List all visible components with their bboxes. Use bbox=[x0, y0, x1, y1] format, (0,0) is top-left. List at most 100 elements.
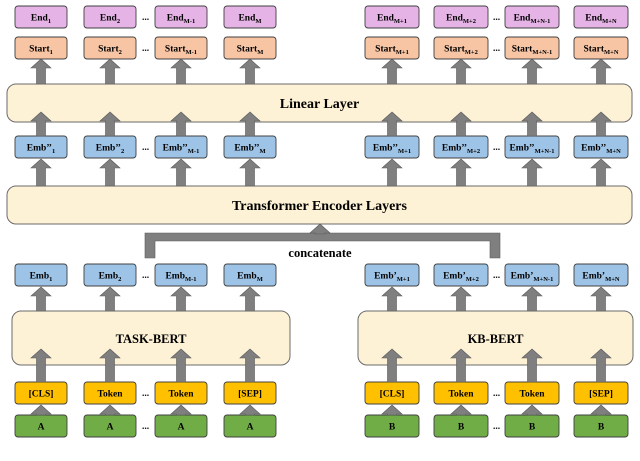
left-inputs-box-3-label: A bbox=[178, 422, 185, 432]
left-arrow-encoder-to-emb-3 bbox=[170, 286, 192, 312]
left-start-ellipsis: ... bbox=[142, 44, 149, 54]
left-inputs-box-2: A bbox=[83, 414, 137, 438]
left-emb2-ellipsis: ... bbox=[142, 143, 149, 153]
right-inputs-box-3: B bbox=[504, 414, 560, 438]
right-start-box-3: StartM+N-1 bbox=[504, 36, 560, 60]
left-arrow-transformer-to-emb2-4 bbox=[239, 158, 261, 187]
left-inputs-box-1: A bbox=[14, 414, 68, 438]
kb-bert-encoder-label: KB-BERT bbox=[468, 332, 524, 346]
right-start-ellipsis: ... bbox=[493, 44, 500, 54]
right-tokens-box-3: Token bbox=[504, 381, 560, 405]
right-arrow-linear-to-start-2 bbox=[450, 58, 472, 85]
left-inputs-box-2-label: A bbox=[107, 422, 114, 432]
left-start-box-1-label: Start1 bbox=[29, 44, 53, 56]
right-inputs-box-4: B bbox=[573, 414, 629, 438]
left-emb2-box-1: Emb’’1 bbox=[14, 135, 68, 159]
left-arrow-input-to-token-1 bbox=[30, 404, 52, 416]
right-emb2-box-2-label: Emb’’M+2 bbox=[442, 143, 480, 155]
right-inputs-box-4-label: B bbox=[598, 422, 605, 432]
left-arrow-token-to-encoder-4 bbox=[239, 348, 261, 383]
right-start-box-3-label: StartM+N-1 bbox=[512, 44, 553, 56]
left-emb2-box-3-label: Emb’’M-1 bbox=[163, 143, 200, 155]
right-inputs-box-3-label: B bbox=[529, 422, 536, 432]
left-arrow-encoder-to-emb-4 bbox=[239, 286, 261, 312]
left-end-box-3-label: EndM-1 bbox=[167, 13, 195, 25]
left-end-box-4-shape bbox=[223, 5, 277, 29]
left-inputs-box-4: A bbox=[223, 414, 277, 438]
linear-layer-label: Linear Layer bbox=[280, 97, 359, 112]
right-emb2-box-1-label: Emb’’M+1 bbox=[373, 143, 411, 155]
left-arrow-input-to-token-4 bbox=[239, 404, 261, 416]
right-arrow-encoder-to-emb-2 bbox=[450, 286, 472, 312]
right-arrow-input-to-token-1 bbox=[381, 404, 403, 416]
left-arrow-transformer-to-emb2-3 bbox=[170, 158, 192, 187]
kb-bert-encoder-shape bbox=[357, 310, 634, 366]
left-tokens-box-2-label: Token bbox=[98, 389, 124, 399]
task-bert-encoder-shape bbox=[11, 310, 291, 366]
left-arrow-emb2-to-linear-1 bbox=[30, 111, 52, 137]
left-start-box-3: StartM-1 bbox=[154, 36, 208, 60]
left-end-box-2-shape bbox=[83, 5, 137, 29]
left-emb-box-1: Emb1 bbox=[14, 263, 68, 287]
task-bert-encoder-label: TASK-BERT bbox=[116, 332, 188, 346]
left-arrow-encoder-to-emb-1 bbox=[30, 286, 52, 312]
right-emb-box-4-shape bbox=[573, 263, 629, 287]
right-end-box-4: EndM+N bbox=[573, 5, 629, 29]
left-emb-box-3-label: EmbM-1 bbox=[165, 271, 196, 283]
left-end-box-2-label: End2 bbox=[100, 13, 120, 25]
left-tokens-box-2: Token bbox=[83, 381, 137, 405]
right-emb2-ellipsis: ... bbox=[493, 143, 500, 153]
right-emb2-box-4-label: Emb’’M+N bbox=[581, 143, 621, 155]
right-end-box-4-shape bbox=[573, 5, 629, 29]
left-end-box-4-label: EndM bbox=[238, 13, 261, 25]
left-arrow-linear-to-start-2 bbox=[99, 58, 121, 85]
left-emb-box-2-label: Emb2 bbox=[99, 271, 122, 283]
left-arrow-token-to-encoder-3 bbox=[170, 348, 192, 383]
left-end-box-3-shape bbox=[154, 5, 208, 29]
left-tokens-box-1: [CLS] bbox=[14, 381, 68, 405]
right-start-box-1-label: StartM+1 bbox=[375, 44, 409, 56]
right-arrow-token-to-encoder-2 bbox=[450, 348, 472, 383]
right-emb-box-3-shape bbox=[504, 263, 560, 287]
left-start-box-1: Start1 bbox=[14, 36, 68, 60]
right-tokens-box-3-label: Token bbox=[520, 389, 546, 399]
right-end-box-4-label: EndM+N bbox=[585, 13, 617, 25]
left-emb2-box-2: Emb’’2 bbox=[83, 135, 137, 159]
right-emb-box-3: Emb’M+N-1 bbox=[504, 263, 560, 287]
right-emb2-box-2: Emb’’M+2 bbox=[433, 135, 489, 159]
left-arrow-encoder-to-emb-2 bbox=[99, 286, 121, 312]
left-emb-box-1-shape bbox=[14, 263, 68, 287]
right-end-ellipsis: ... bbox=[493, 13, 500, 23]
right-tokens-box-4-label: [SEP] bbox=[589, 389, 613, 399]
right-emb-box-3-label: Emb’M+N-1 bbox=[511, 271, 554, 283]
right-end-box-1-label: EndM+1 bbox=[377, 13, 407, 25]
right-tokens-box-2-label: Token bbox=[449, 389, 475, 399]
right-arrow-token-to-encoder-4 bbox=[590, 348, 612, 383]
left-tokens-box-3: Token bbox=[154, 381, 208, 405]
left-tokens-box-4-label: [SEP] bbox=[238, 389, 262, 399]
right-emb2-box-1: Emb’’M+1 bbox=[364, 135, 420, 159]
left-end-box-2: End2 bbox=[83, 5, 137, 29]
left-inputs-box-4-label: A bbox=[247, 422, 254, 432]
right-emb-box-2-shape bbox=[433, 263, 489, 287]
left-emb2-box-3: Emb’’M-1 bbox=[154, 135, 208, 159]
linear-layer-shape bbox=[6, 83, 633, 123]
left-arrow-transformer-to-emb2-1 bbox=[30, 158, 52, 187]
left-emb-box-2-shape bbox=[83, 263, 137, 287]
right-end-box-1-shape bbox=[364, 5, 420, 29]
left-tokens-box-1-label: [CLS] bbox=[29, 389, 54, 399]
concatenate-bracket bbox=[144, 232, 501, 259]
left-emb-box-1-label: Emb1 bbox=[30, 271, 53, 283]
left-emb-box-2: Emb2 bbox=[83, 263, 137, 287]
left-inputs-box-1-label: A bbox=[38, 422, 45, 432]
right-tokens-ellipsis: ... bbox=[493, 389, 500, 399]
transformer-encoder-layers-shape bbox=[6, 185, 633, 225]
left-arrow-emb2-to-linear-4 bbox=[239, 111, 261, 137]
left-arrow-transformer-to-emb2-2 bbox=[99, 158, 121, 187]
task-bert-encoder: TASK-BERT bbox=[11, 310, 291, 366]
right-arrow-linear-to-start-4 bbox=[590, 58, 612, 85]
right-emb-ellipsis: ... bbox=[493, 271, 500, 281]
right-inputs-box-2-label: B bbox=[458, 422, 465, 432]
